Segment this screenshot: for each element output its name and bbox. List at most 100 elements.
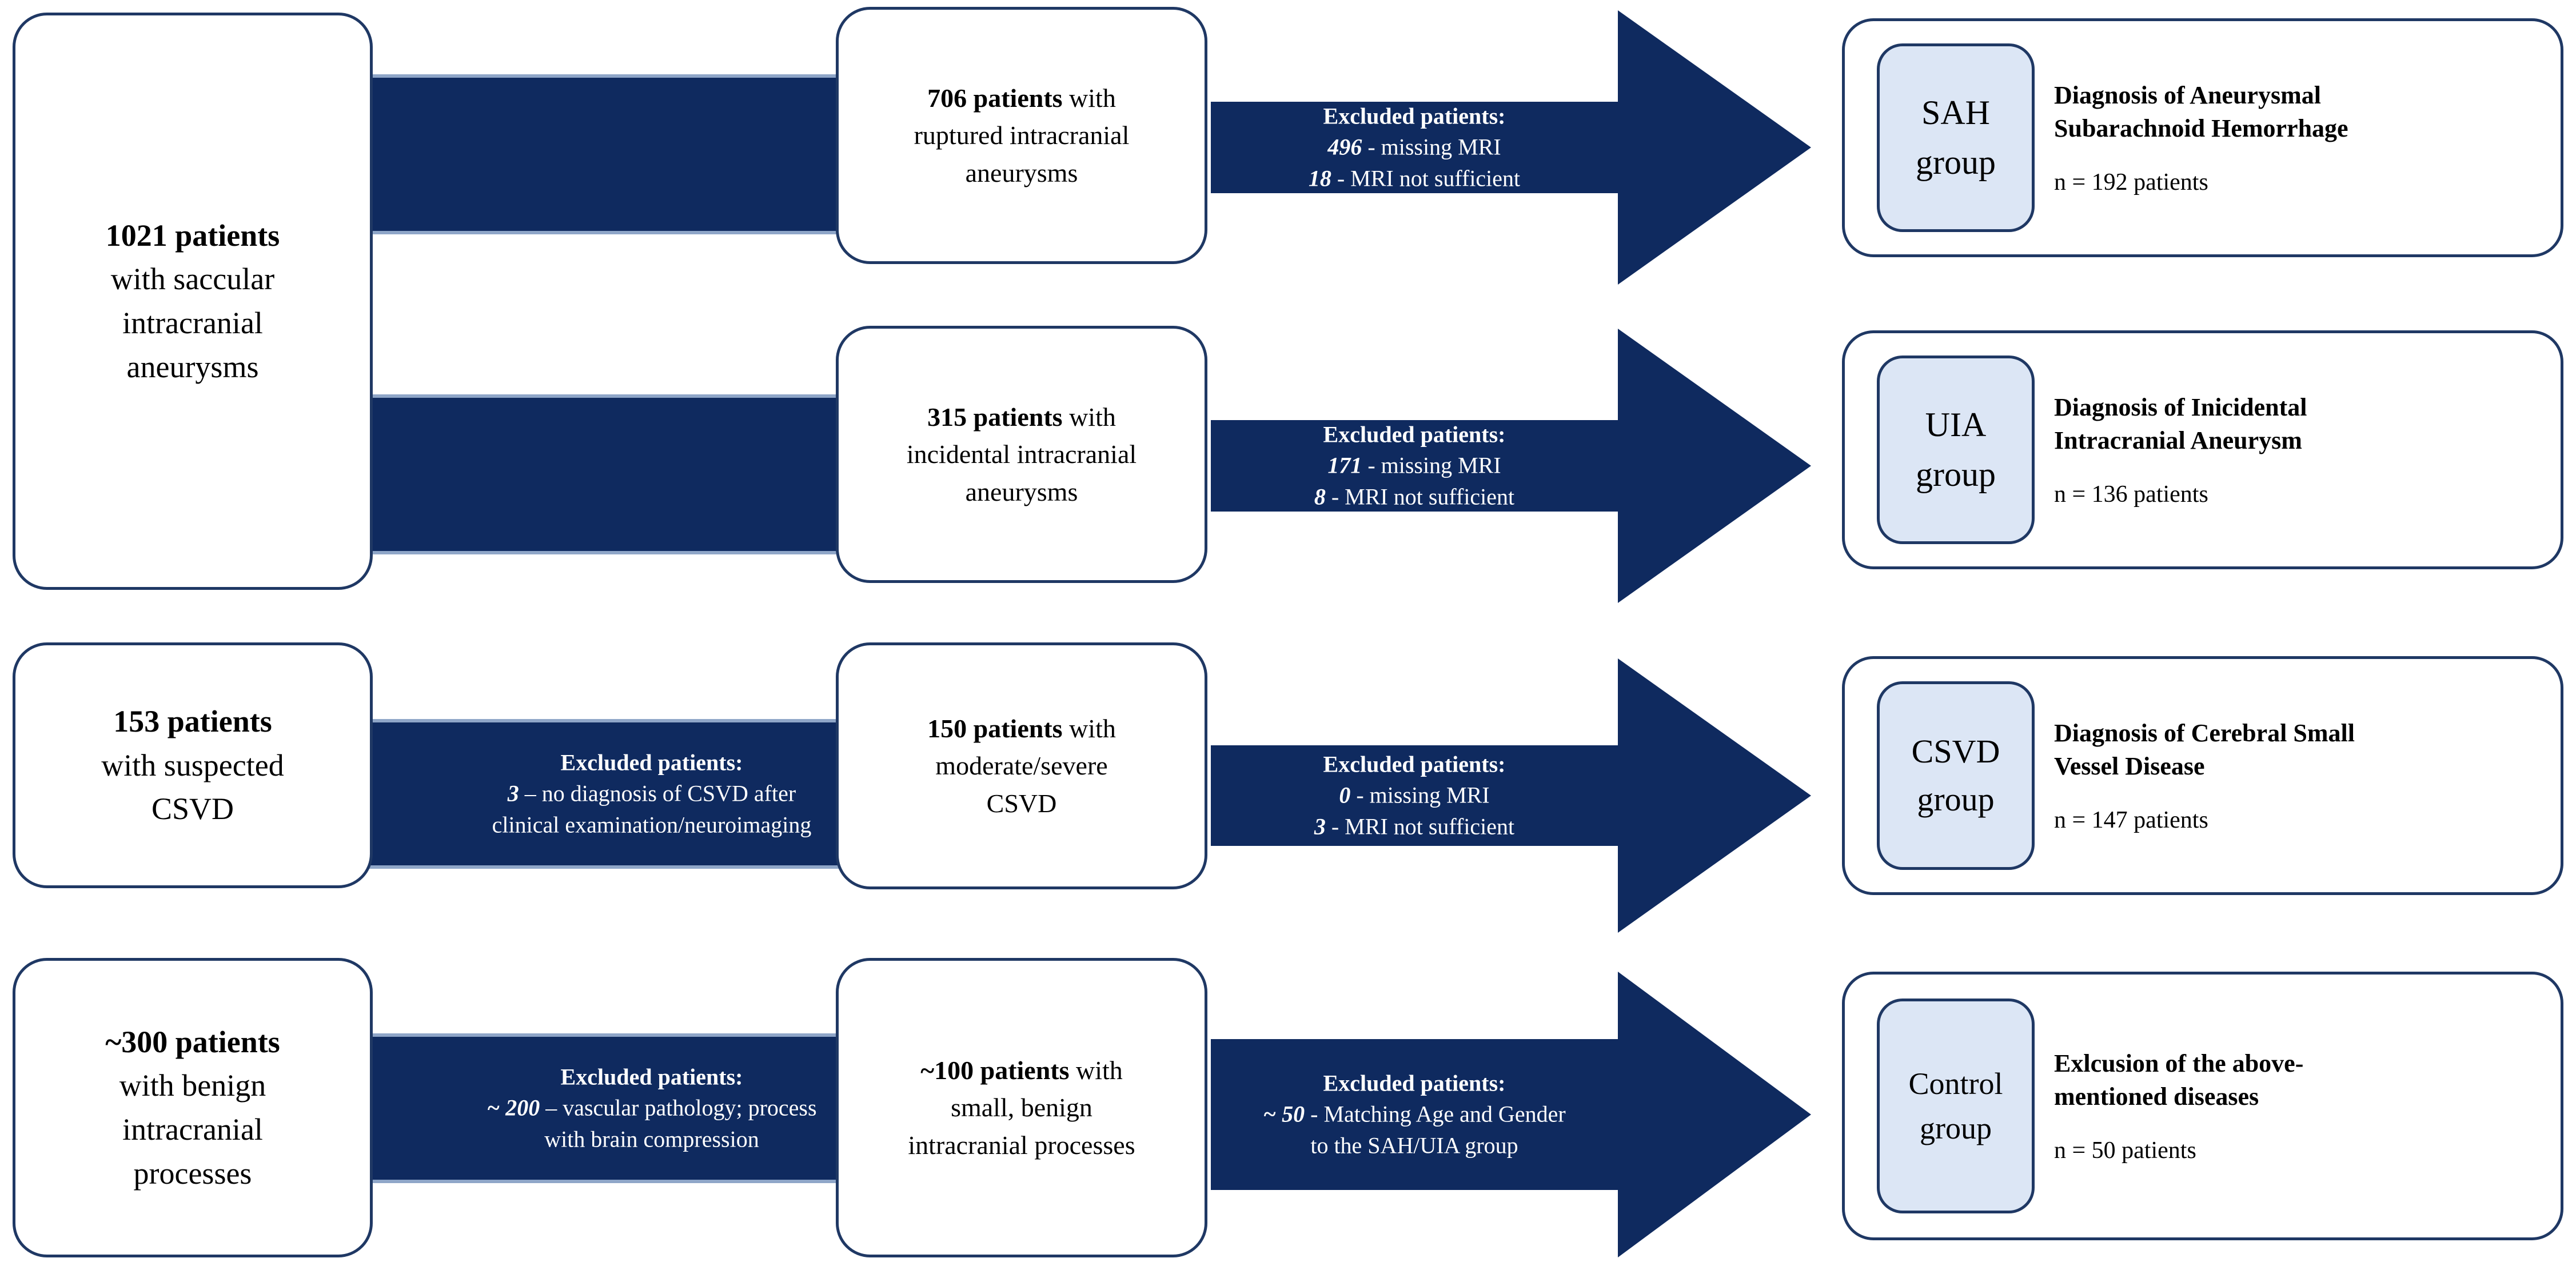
exclusion-arrow-sah-line2: 18 - MRI not sufficient bbox=[1308, 165, 1521, 191]
group-card-csvd-n: n = 147 patients bbox=[2054, 806, 2208, 833]
group-card-csvd-diag-l1: Diagnosis of Cerebral Small bbox=[2054, 718, 2355, 747]
group-badge-control: Control group bbox=[1877, 999, 2035, 1213]
exclusion-arrow-csvd-line2: 3 - MRI not sufficient bbox=[1314, 813, 1515, 840]
source-box-benign-count: ~300 patients bbox=[105, 1024, 280, 1059]
source-box-benign-text: ~300 patients with benign intracranial p… bbox=[90, 1020, 295, 1196]
group-card-sah-diag-l1: Diagnosis of Aneurysmal bbox=[2054, 81, 2321, 109]
middle-box-ruptured: 706 patients with ruptured intracranial … bbox=[836, 7, 1207, 264]
exclusion-arrow-sah-header: Excluded patients: bbox=[1323, 103, 1506, 129]
exclusion-band-csvd-line1: 3 – no diagnosis of CSVD after bbox=[507, 780, 796, 806]
exclusion-arrow-sah: Excluded patients: 496 - missing MRI 18 … bbox=[1211, 10, 1811, 285]
exclusion-arrow-uia-line2: 8 - MRI not sufficient bbox=[1314, 484, 1515, 510]
group-card-uia-n: n = 136 patients bbox=[2054, 481, 2208, 508]
middle-box-ruptured-count: 706 patients bbox=[927, 83, 1063, 113]
exclusion-arrow-csvd: Excluded patients: 0 - missing MRI 3 - M… bbox=[1211, 658, 1811, 933]
exclusion-arrow-control-text: Excluded patients: ~ 50 - Matching Age a… bbox=[1211, 1068, 1618, 1161]
group-badge-csvd-line2: group bbox=[1917, 781, 1995, 818]
exclusion-arrow-control-line1: ~ 50 - Matching Age and Gender bbox=[1263, 1101, 1566, 1127]
middle-box-incidental-count: 315 patients bbox=[927, 402, 1063, 432]
source-box-aneurysms-l2: intracranial bbox=[122, 306, 263, 340]
group-card-csvd-diagnosis: Diagnosis of Cerebral Small Vessel Disea… bbox=[2054, 717, 2547, 783]
exclusion-arrow-sah-line1: 496 - missing MRI bbox=[1327, 134, 1501, 160]
source-box-csvd-l1: with suspected bbox=[101, 748, 284, 782]
source-box-csvd: 153 patients with suspected CSVD bbox=[13, 642, 373, 888]
group-card-control-diag-l1: Exlcusion of the above- bbox=[2054, 1049, 2304, 1077]
middle-box-ruptured-rest: with bbox=[1062, 83, 1116, 113]
middle-box-moderate-csvd-count: 150 patients bbox=[927, 714, 1063, 744]
group-card-csvd-texts: Diagnosis of Cerebral Small Vessel Disea… bbox=[2035, 717, 2561, 835]
exclusion-arrow-uia: Excluded patients: 171 - missing MRI 8 -… bbox=[1211, 329, 1811, 603]
source-box-csvd-text: 153 patients with suspected CSVD bbox=[86, 700, 298, 831]
exclusion-arrow-csvd-line1: 0 - missing MRI bbox=[1339, 782, 1490, 808]
middle-box-moderate-csvd-l3: CSVD bbox=[986, 788, 1057, 818]
group-card-uia: UIA group Diagnosis of Inicidental Intra… bbox=[1842, 330, 2563, 569]
exclusion-band-csvd-line2: clinical examination/neuroimaging bbox=[492, 812, 812, 838]
middle-box-ruptured-l3: aneurysms bbox=[965, 158, 1078, 187]
middle-box-small-benign: ~100 patients with small, benign intracr… bbox=[836, 958, 1207, 1257]
source-box-aneurysms: 1021 patients with saccular intracranial… bbox=[13, 13, 373, 590]
exclusion-band-csvd-text: Excluded patients: 3 – no diagnosis of C… bbox=[366, 747, 938, 840]
exclusion-band-benign-text: Excluded patients: ~ 200 – vascular path… bbox=[366, 1061, 938, 1155]
source-box-benign-l1: with benign bbox=[119, 1068, 266, 1103]
group-badge-csvd: CSVD group bbox=[1877, 681, 2035, 870]
group-badge-control-line2: group bbox=[1920, 1111, 1992, 1145]
group-card-csvd-diag-l2: Vessel Disease bbox=[2054, 752, 2205, 780]
exclusion-arrow-uia-text: Excluded patients: 171 - missing MRI 8 -… bbox=[1211, 419, 1618, 512]
exclusion-arrow-csvd-header: Excluded patients: bbox=[1323, 751, 1506, 777]
source-box-csvd-l2: CSVD bbox=[151, 792, 234, 826]
middle-box-incidental-l2: incidental intracranial bbox=[906, 440, 1137, 469]
source-box-benign-l3: processes bbox=[133, 1156, 252, 1191]
group-card-sah: SAH group Diagnosis of Aneurysmal Subara… bbox=[1842, 18, 2563, 257]
source-box-aneurysms-l3: aneurysms bbox=[126, 349, 259, 384]
middle-box-moderate-csvd-text: 150 patients with moderate/severe CSVD bbox=[912, 710, 1131, 822]
source-box-benign-l2: intracranial bbox=[122, 1112, 263, 1147]
middle-box-incidental-text: 315 patients with incidental intracrania… bbox=[892, 398, 1151, 510]
middle-box-ruptured-l2: ruptured intracranial bbox=[914, 121, 1130, 150]
group-card-sah-diagnosis: Diagnosis of Aneurysmal Subarachnoid Hem… bbox=[2054, 79, 2547, 145]
exclusion-band-benign-line2: with brain compression bbox=[544, 1126, 759, 1152]
group-card-uia-diagnosis: Diagnosis of Inicidental Intracranial An… bbox=[2054, 391, 2547, 457]
middle-box-incidental-rest: with bbox=[1062, 402, 1116, 432]
exclusion-arrow-control: Excluded patients: ~ 50 - Matching Age a… bbox=[1211, 972, 1811, 1257]
group-card-sah-diag-l2: Subarachnoid Hemorrhage bbox=[2054, 114, 2348, 142]
middle-box-small-benign-l2: small, benign bbox=[951, 1093, 1092, 1123]
group-badge-control-line1: Control bbox=[1908, 1066, 2003, 1101]
group-badge-uia-line2: group bbox=[1916, 456, 1996, 493]
group-badge-uia: UIA group bbox=[1877, 356, 2035, 544]
group-badge-uia-line1: UIA bbox=[1925, 406, 1987, 444]
source-box-aneurysms-l1: with saccular bbox=[110, 262, 275, 297]
exclusion-arrow-control-header: Excluded patients: bbox=[1323, 1070, 1506, 1096]
middle-box-moderate-csvd: 150 patients with moderate/severe CSVD bbox=[836, 642, 1207, 889]
source-box-benign: ~300 patients with benign intracranial p… bbox=[13, 958, 373, 1257]
group-card-uia-diag-l1: Diagnosis of Inicidental bbox=[2054, 393, 2307, 421]
group-card-control-texts: Exlcusion of the above- mentioned diseas… bbox=[2035, 1047, 2561, 1165]
group-badge-sah-line1: SAH bbox=[1921, 94, 1991, 131]
middle-box-small-benign-l3: intracranial processes bbox=[908, 1130, 1135, 1160]
middle-box-moderate-csvd-l2: moderate/severe bbox=[935, 751, 1108, 781]
middle-box-small-benign-rest: with bbox=[1069, 1056, 1123, 1085]
middle-box-moderate-csvd-rest: with bbox=[1062, 714, 1116, 744]
exclusion-arrow-uia-line1: 171 - missing MRI bbox=[1327, 452, 1501, 478]
group-card-sah-n: n = 192 patients bbox=[2054, 169, 2208, 195]
group-card-control-diag-l2: mentioned diseases bbox=[2054, 1082, 2259, 1111]
group-card-uia-texts: Diagnosis of Inicidental Intracranial An… bbox=[2035, 391, 2561, 509]
middle-box-small-benign-count: ~100 patients bbox=[920, 1056, 1070, 1085]
source-box-aneurysms-text: 1021 patients with saccular intracranial… bbox=[91, 214, 295, 389]
group-card-uia-diag-l2: Intracranial Aneurysm bbox=[2054, 426, 2302, 454]
group-card-control-n: n = 50 patients bbox=[2054, 1137, 2196, 1164]
middle-box-ruptured-text: 706 patients with ruptured intracranial … bbox=[899, 79, 1145, 191]
group-badge-csvd-line1: CSVD bbox=[1911, 732, 2000, 770]
exclusion-arrow-sah-text: Excluded patients: 496 - missing MRI 18 … bbox=[1211, 101, 1618, 194]
exclusion-band-benign-header: Excluded patients: bbox=[560, 1064, 743, 1090]
exclusion-arrow-control-line2: to the SAH/UIA group bbox=[1310, 1132, 1518, 1159]
exclusion-arrow-csvd-text: Excluded patients: 0 - missing MRI 3 - M… bbox=[1211, 749, 1618, 842]
group-card-csvd: CSVD group Diagnosis of Cerebral Small V… bbox=[1842, 656, 2563, 895]
middle-box-small-benign-text: ~100 patients with small, benign intracr… bbox=[893, 1052, 1150, 1164]
group-badge-sah: SAH group bbox=[1877, 43, 2035, 232]
exclusion-band-csvd-header: Excluded patients: bbox=[560, 749, 743, 776]
middle-box-incidental-l3: aneurysms bbox=[965, 477, 1078, 506]
exclusion-arrow-uia-header: Excluded patients: bbox=[1323, 421, 1506, 448]
source-box-aneurysms-count: 1021 patients bbox=[105, 218, 280, 253]
group-card-sah-texts: Diagnosis of Aneurysmal Subarachnoid Hem… bbox=[2035, 79, 2561, 197]
